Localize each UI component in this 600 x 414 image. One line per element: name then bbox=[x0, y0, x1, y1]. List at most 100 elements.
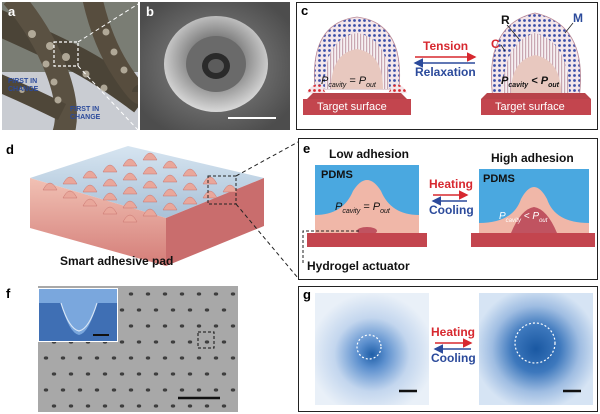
sem-hole bbox=[128, 324, 134, 328]
pressure-less-label-e: Pcavity < Pout bbox=[499, 211, 548, 224]
sem-hole bbox=[221, 308, 227, 312]
cooling-label-g: Cooling bbox=[431, 351, 476, 365]
pad-bump bbox=[142, 208, 158, 217]
sem-hole bbox=[196, 292, 202, 296]
sem-hole bbox=[162, 292, 168, 296]
sem-hole bbox=[136, 308, 142, 312]
sem-hole bbox=[153, 404, 159, 408]
panel-label-a: a bbox=[8, 4, 16, 19]
sucker-mechanism-diagram bbox=[303, 12, 591, 115]
pad-bump bbox=[142, 194, 158, 203]
sem-hole bbox=[60, 356, 66, 360]
sem-hole bbox=[145, 292, 151, 296]
sem-hole bbox=[128, 356, 134, 360]
sem-hole bbox=[153, 340, 159, 344]
sem-hole bbox=[85, 372, 91, 376]
sem-hole bbox=[187, 404, 193, 408]
sem-hole bbox=[213, 388, 219, 392]
pressure-less-label: Pcavity < Pout bbox=[501, 75, 559, 90]
sem-hole bbox=[43, 356, 49, 360]
octopus-photo bbox=[2, 2, 138, 130]
sucker-sem-image bbox=[140, 2, 290, 130]
panel-d: d Smart adhesive pad bbox=[2, 138, 298, 280]
mark-m: M bbox=[573, 11, 583, 25]
sem-hole bbox=[187, 372, 193, 376]
panel-e: e Low adhesion High adhesion PDMS PDMS H… bbox=[298, 138, 598, 280]
sem-hole bbox=[119, 340, 125, 344]
pad-bump bbox=[62, 190, 78, 199]
relaxation-label: Relaxation bbox=[415, 65, 476, 79]
sem-hole bbox=[230, 388, 236, 392]
sem-hole bbox=[179, 388, 185, 392]
sem-hole bbox=[43, 388, 49, 392]
hydrogel-label: Hydrogel actuator bbox=[307, 259, 410, 273]
panel-label-d: d bbox=[6, 142, 14, 157]
sem-hole bbox=[213, 292, 219, 296]
sem-hole bbox=[94, 356, 100, 360]
sem-hole bbox=[119, 308, 125, 312]
pad-bump bbox=[122, 214, 138, 223]
pad-bump bbox=[82, 170, 98, 179]
sem-hole bbox=[145, 324, 151, 328]
sem-hole bbox=[187, 340, 193, 344]
target-surface-right: Target surface bbox=[495, 101, 565, 113]
sem-hole bbox=[145, 388, 151, 392]
sem-hole bbox=[136, 404, 142, 408]
pad-bump bbox=[102, 192, 118, 201]
sem-hole bbox=[153, 308, 159, 312]
target-surface-left: Target surface bbox=[317, 101, 387, 113]
pad-caption: Smart adhesive pad bbox=[60, 254, 174, 268]
sem-hole bbox=[136, 340, 142, 344]
panel-label-b: b bbox=[146, 4, 154, 19]
sign-text-2: CHANGE bbox=[8, 86, 39, 93]
sem-hole bbox=[170, 404, 176, 408]
sem-hole bbox=[179, 356, 185, 360]
sem-hole bbox=[111, 356, 117, 360]
pad-bump bbox=[162, 202, 178, 211]
sem-hole bbox=[153, 372, 159, 376]
pad-bump bbox=[202, 176, 218, 185]
sem-hole bbox=[196, 388, 202, 392]
sem-hole bbox=[85, 404, 91, 408]
pad-bump bbox=[82, 198, 98, 207]
pressure-equal-label-e: Pcavity = Pout bbox=[335, 201, 390, 216]
pad-bump bbox=[182, 182, 198, 191]
sem-hole bbox=[204, 404, 210, 408]
sem-hole bbox=[77, 356, 83, 360]
sem-hole bbox=[119, 372, 125, 376]
panel-f-overlay bbox=[178, 331, 220, 400]
tension-label: Tension bbox=[423, 39, 469, 53]
sign-text-4: CHANGE bbox=[70, 114, 101, 121]
sem-hole bbox=[94, 388, 100, 392]
sem-hole bbox=[204, 308, 210, 312]
pad-bump bbox=[102, 164, 118, 173]
heating-label-g: Heating bbox=[431, 325, 476, 339]
sem-hole bbox=[51, 372, 57, 376]
sem-hole bbox=[162, 324, 168, 328]
panel-a-photo: FIRST IN CHANGE FIRST IN CHANGE a bbox=[2, 2, 138, 130]
sem-hole bbox=[213, 356, 219, 360]
sem-hole bbox=[60, 388, 66, 392]
pad-bump bbox=[162, 174, 178, 183]
sem-hole bbox=[221, 372, 227, 376]
sem-hole bbox=[179, 292, 185, 296]
cooling-label-e: Cooling bbox=[429, 203, 474, 217]
panel-label-g: g bbox=[303, 287, 311, 302]
sem-hole bbox=[170, 340, 176, 344]
pad-bump bbox=[82, 184, 98, 193]
panel-g: g Heating Cooling bbox=[298, 286, 598, 412]
adhesion-microscopy bbox=[315, 293, 593, 405]
sem-hole bbox=[68, 404, 74, 408]
sem-hole bbox=[128, 292, 134, 296]
pad-bump bbox=[162, 188, 178, 197]
pad-bump bbox=[122, 172, 138, 181]
pdms-left-label: PDMS bbox=[321, 169, 353, 181]
sem-hole bbox=[230, 324, 236, 328]
sem-hole bbox=[51, 404, 57, 408]
sem-hole bbox=[230, 356, 236, 360]
sem-hole bbox=[230, 292, 236, 296]
pad-bump bbox=[122, 158, 138, 167]
pad-bump bbox=[122, 186, 138, 195]
panel-c: c bbox=[296, 2, 598, 130]
sem-hole bbox=[162, 356, 168, 360]
